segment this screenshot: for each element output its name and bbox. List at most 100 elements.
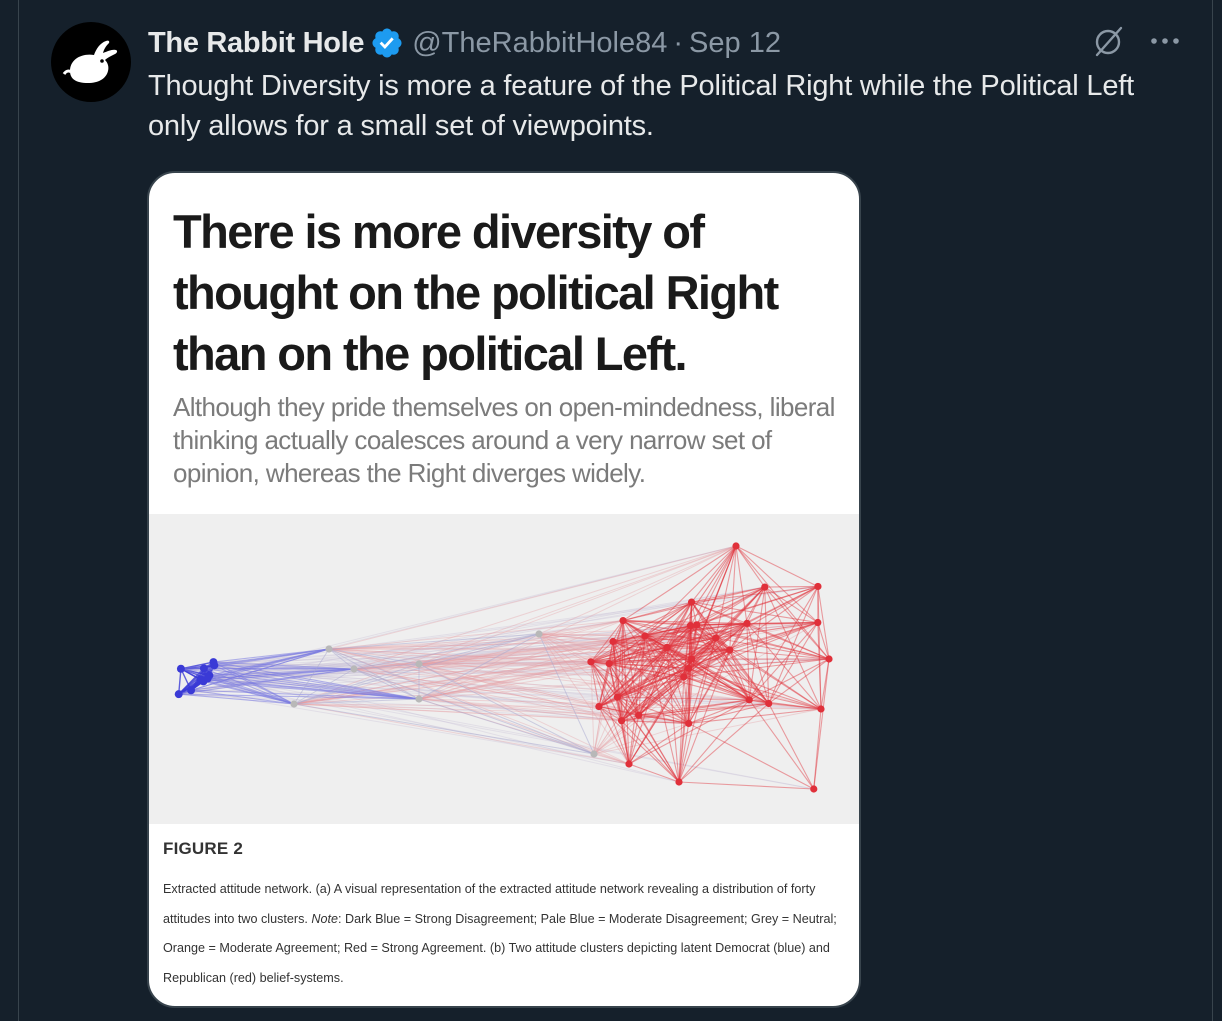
user-handle[interactable]: @TheRabbitHole84 <box>412 26 668 59</box>
network-edge <box>612 640 730 651</box>
network-edge <box>688 622 818 669</box>
more-options-icon[interactable] <box>1148 24 1182 58</box>
network-node <box>590 750 598 758</box>
network-edge <box>617 658 692 698</box>
network-node <box>743 619 751 627</box>
network-edge <box>590 620 624 663</box>
network-edge <box>214 625 691 666</box>
network-edge <box>593 620 624 755</box>
network-edge <box>688 623 748 724</box>
network-edge <box>609 658 692 665</box>
network-edge <box>590 661 595 755</box>
network-edge <box>644 545 737 637</box>
network-edge <box>418 663 595 755</box>
network-edge <box>621 676 685 722</box>
network-edge <box>622 620 730 651</box>
network-edge <box>746 623 822 710</box>
network-edge <box>328 648 595 755</box>
network-edge <box>353 668 684 678</box>
network-edge <box>638 658 693 716</box>
avatar[interactable] <box>51 22 131 102</box>
network-edge <box>353 668 595 755</box>
network-edge <box>418 663 822 710</box>
network-edge <box>203 667 420 700</box>
network-edge <box>729 623 748 651</box>
network-edge <box>688 702 769 724</box>
network-edge <box>628 763 680 783</box>
network-edge <box>612 640 689 669</box>
network-edge <box>598 706 630 765</box>
network-edge <box>612 624 697 643</box>
network-edge <box>203 680 630 765</box>
network-edge <box>617 647 668 698</box>
grok-icon[interactable] <box>1092 24 1126 58</box>
network-edge <box>178 693 639 716</box>
network-edge <box>817 622 830 660</box>
verified-badge-icon[interactable] <box>370 26 404 60</box>
network-edge <box>590 661 640 716</box>
network-edge <box>418 663 689 724</box>
network-edge <box>612 635 646 643</box>
network-edge <box>621 601 693 721</box>
network-edge <box>748 587 766 700</box>
network-edge <box>293 703 630 765</box>
network-edge <box>593 708 822 755</box>
network-edge <box>638 622 748 716</box>
network-edge <box>612 622 748 643</box>
network-edge <box>328 635 646 650</box>
timestamp[interactable]: Sep 12 <box>689 26 781 59</box>
network-edge <box>180 668 684 678</box>
network-edge <box>353 545 737 670</box>
network-edge <box>683 676 750 701</box>
network-edge <box>688 722 815 790</box>
network-edge <box>328 633 540 650</box>
network-edge <box>328 545 737 650</box>
network-edge <box>628 715 640 765</box>
network-edge <box>598 601 693 707</box>
network-edge <box>608 624 697 665</box>
network-edge <box>638 637 717 716</box>
network-edge <box>418 637 716 665</box>
network-edge <box>621 625 691 722</box>
network-edge <box>213 661 680 783</box>
network-node <box>761 583 769 591</box>
network-edge <box>688 649 731 724</box>
network-edge <box>813 708 822 790</box>
network-edge <box>214 658 830 666</box>
network-edge <box>715 637 750 701</box>
network-edge <box>538 633 639 716</box>
network-edge <box>609 663 684 678</box>
tweet-media-image[interactable]: There is more diversity of thought on th… <box>147 171 861 1008</box>
network-edge <box>207 648 330 680</box>
network-edge <box>683 658 830 678</box>
network-node <box>176 664 185 673</box>
network-edge <box>691 601 830 660</box>
display-name[interactable]: The Rabbit Hole <box>148 26 365 59</box>
network-node <box>814 618 822 627</box>
network-edge <box>418 635 646 665</box>
network-edge <box>666 647 750 701</box>
network-edge <box>628 668 690 765</box>
network-edge <box>622 620 692 660</box>
network-edge <box>213 661 684 678</box>
network-edge <box>328 648 689 724</box>
network-edge <box>617 637 717 698</box>
network-edge <box>207 668 355 680</box>
network-edge <box>617 624 698 698</box>
network-edge <box>683 586 766 678</box>
network-edge <box>691 601 818 624</box>
network-node <box>732 542 740 550</box>
network-edge <box>622 620 716 639</box>
network-edge <box>418 663 622 722</box>
network-edge <box>617 667 689 698</box>
network-edge <box>678 723 690 783</box>
network-edge <box>729 649 830 660</box>
network-edge <box>214 664 355 670</box>
network-edge <box>214 664 295 705</box>
network-edge <box>538 622 818 635</box>
network-edge <box>691 545 737 660</box>
network-edge <box>688 625 691 724</box>
network-edge <box>590 646 668 663</box>
network-edge <box>683 622 748 678</box>
